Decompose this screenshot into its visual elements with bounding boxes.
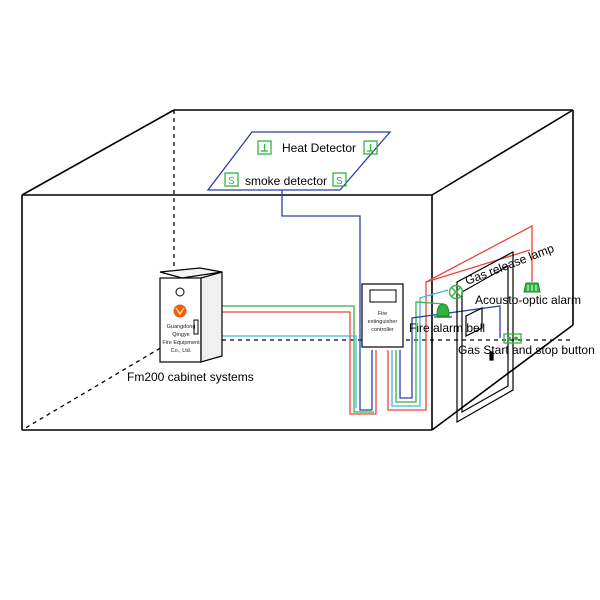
svg-text:S: S [336,176,343,187]
fire-alarm-bell-icon [434,303,452,318]
cabinet-system-label: Fm200 cabinet systems [127,370,254,384]
wire-cabinet-red [222,311,376,415]
gas-release-lamp-icon [448,284,464,300]
gas-button-icon [503,333,522,344]
controller-line-2: extinguisher [368,319,398,325]
company-line-3: Fire Equipment [162,340,200,346]
ceiling-detector-panel [206,131,392,191]
wire-to-lamp-red [387,224,533,411]
fm200-cabinet: Guangdong Qingye Fire Equipment Co., Ltd… [159,267,223,363]
controller-line-1: Fire [378,311,387,317]
door [456,250,514,424]
wire-detector-blue [281,190,372,411]
wire-to-button-blue [399,305,501,399]
heat-detector-label: Heat Detector [282,141,356,155]
company-line-4: Co., Ltd. [171,348,192,354]
svg-text:S: S [228,176,235,187]
smoke-detector-icon-left: S [224,172,239,187]
wire-cabinet-green [222,305,374,413]
gas-release-lamp-label: Gas release lamp [463,241,556,288]
company-line-2: Qingye [172,332,189,338]
company-line-1: Guangdong [167,324,196,330]
fire-alarm-bell-label: Fire alarm bell [409,321,485,335]
room-outline [21,109,574,431]
fire-extinguisher-controller: Fire extinguisher controller [361,283,404,348]
heat-detector-icon-right [363,140,378,155]
acousto-optic-alarm-icon [523,282,541,293]
controller-line-3: controller [371,327,394,333]
wiring [222,190,533,415]
smoke-detector-icon-right: S [332,172,347,187]
wire-cabinet-cyan [222,335,357,408]
gas-button-label: Gas Start and stop button [458,343,595,357]
acousto-optic-alarm-label: Acousto-optic alarm [475,293,581,307]
company-logo [173,304,187,318]
heat-detector-icon-left [257,140,272,155]
room-hidden-edges [21,110,573,431]
smoke-detector-label: smoke detector [245,174,327,188]
wire-to-bell-cyan [391,289,449,407]
wire-to-bell-green [395,301,445,403]
